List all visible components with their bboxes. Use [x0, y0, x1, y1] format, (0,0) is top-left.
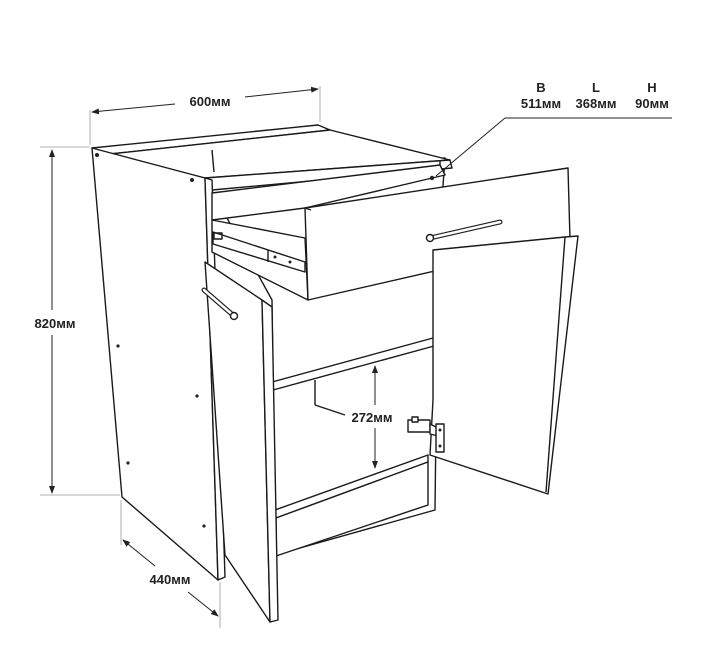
depth-dimension: 440мм — [120, 500, 221, 628]
left-door-handle[interactable] — [201, 287, 239, 321]
hinge-icon — [407, 416, 445, 453]
spec-value-h: 90мм — [635, 96, 669, 111]
left-side-panel — [91, 147, 226, 581]
depth-label: 440мм — [150, 572, 191, 587]
width-label: 600мм — [190, 94, 231, 109]
right-door[interactable] — [429, 235, 579, 495]
drawer-slide-rail — [212, 231, 306, 273]
left-door[interactable] — [201, 261, 279, 623]
shelf-gap-label-background — [347, 408, 399, 426]
drawer-handle[interactable] — [425, 219, 503, 243]
height-dimension: 820мм — [35, 146, 120, 496]
shelf-gap-label: 272мм — [352, 410, 393, 425]
drawer-spec-callout: B L H 511мм 368мм 90мм — [435, 80, 672, 177]
drawer[interactable] — [211, 164, 571, 301]
spec-value-b: 511мм — [521, 96, 561, 111]
spec-header-l: L — [592, 80, 600, 95]
spec-value-l: 368мм — [576, 96, 617, 111]
shelf-gap-dimension: 272мм — [347, 365, 399, 469]
spec-header-h: H — [647, 80, 656, 95]
height-label: 820мм — [35, 316, 76, 331]
width-dimension: 600мм — [89, 86, 321, 145]
spec-header-b: B — [536, 80, 545, 95]
